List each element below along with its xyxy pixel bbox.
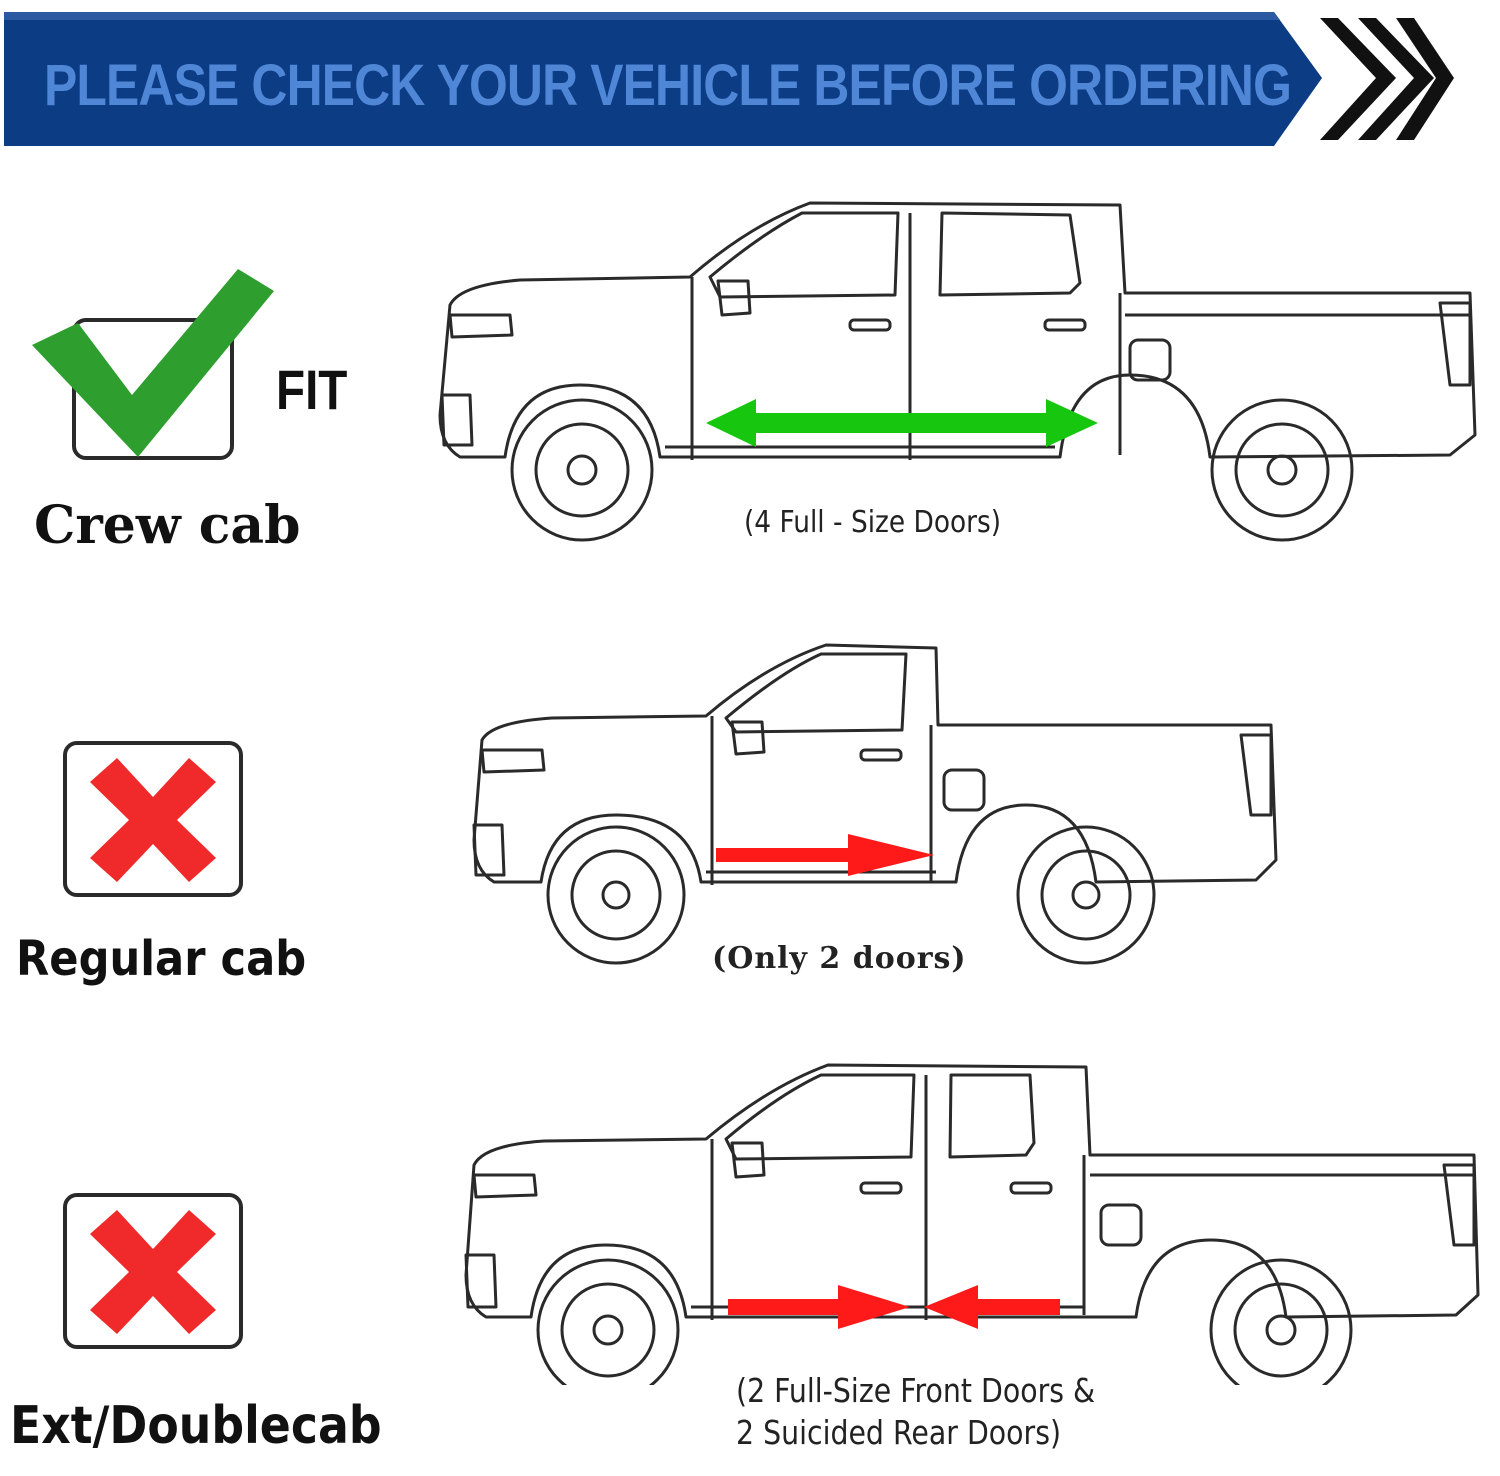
- red-x-icon: [63, 1193, 243, 1349]
- cab-label-regular: Regular cab: [16, 931, 307, 987]
- fit-label: FIT: [276, 358, 348, 421]
- header-banner: PLEASE CHECK YOUR VEHICLE BEFORE ORDERIN…: [4, 10, 1484, 150]
- converging-arrows-icon: [728, 1285, 1060, 1329]
- cab-label-ext-double: Ext/Doublecab: [10, 1396, 382, 1456]
- cab-label-crew: Crew cab: [34, 495, 301, 556]
- double-arrow-icon: [706, 399, 1098, 447]
- regular-cab-truck-illustration: [472, 643, 1278, 965]
- green-check-icon: [32, 269, 274, 460]
- ext-double-cab-truck-illustration: [464, 1063, 1480, 1385]
- ext-double-cab-caption: (2 Full-Size Front Doors & 2 Suicided Re…: [736, 1370, 1095, 1454]
- section-ext-double-cab: Ext/Doublecab: [0, 1040, 1500, 1476]
- arrow-right-icon: [716, 834, 934, 876]
- section-crew-cab: FIT Crew cab: [0, 175, 1500, 575]
- red-x-icon: [63, 741, 243, 897]
- caption-line-1: (2 Full-Size Front Doors &: [736, 1371, 1096, 1410]
- banner-title: PLEASE CHECK YOUR VEHICLE BEFORE ORDERIN…: [44, 53, 1292, 118]
- crew-cab-caption: (4 Full - Size Doors): [744, 505, 1002, 540]
- banner-shape: [4, 12, 1454, 146]
- crew-cab-truck-illustration: [438, 201, 1477, 542]
- caption-line-2: 2 Suicided Rear Doors): [736, 1413, 1062, 1452]
- section-regular-cab: Regular cab (Only 2 doors): [0, 625, 1500, 1005]
- chevron-right-icon: [1320, 18, 1454, 140]
- regular-cab-caption: (Only 2 doors): [712, 941, 967, 976]
